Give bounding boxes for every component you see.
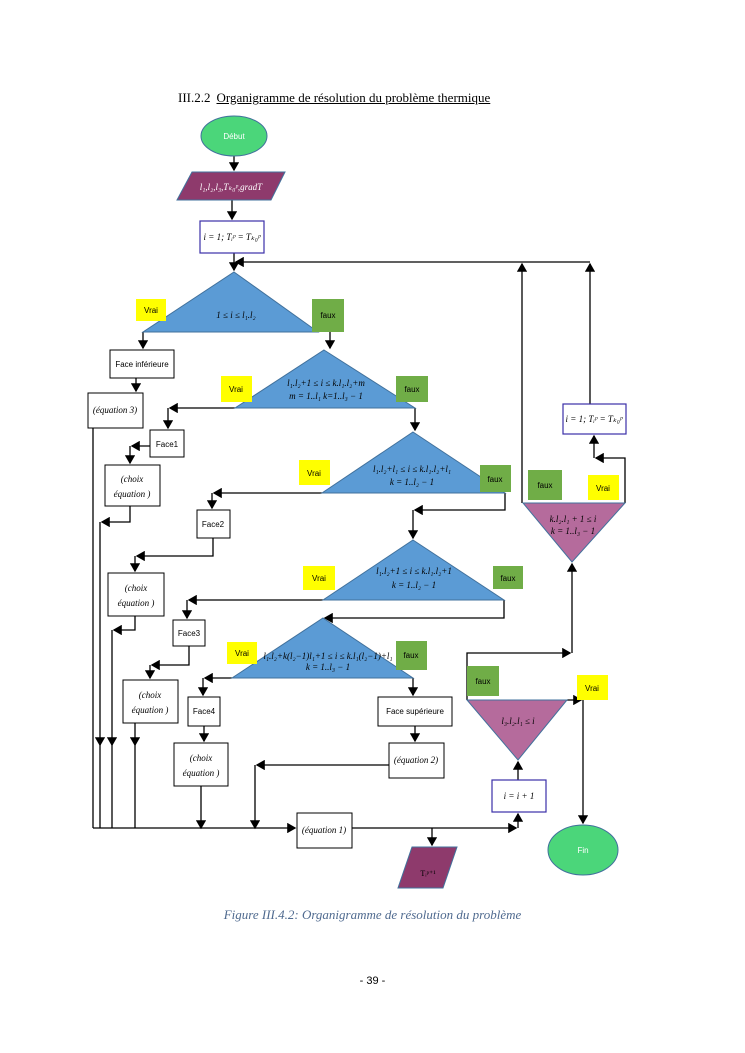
choix-text: (choix [125,583,148,593]
decision-2-label: l₁.l₂+1 ≤ i ≤ k.l₁.l₂+m [287,378,365,388]
true-text: Vrai [307,469,321,478]
face3-box [172,619,206,647]
true-label-3 [299,460,330,485]
false-label-5 [396,641,427,670]
face2-box [196,509,231,539]
init-box [199,220,265,254]
true-label-4 [303,566,335,590]
equation-1-label: (équation 1) [302,825,346,835]
true-label-1 [136,299,166,321]
face-superieure-label: Face supérieure [386,707,444,716]
decision-3-label: l₁.l₂+l₁ ≤ i ≤ k.l₁.l₂+l₁ [373,464,451,474]
decision-6-range: k = 1..l₃ − 1 [551,526,595,536]
equation-3-box [87,392,144,429]
decision-3-range: k = 1..l₂ − 1 [390,477,434,487]
choix-text: (choix [121,474,144,484]
decision-4-label: l₁.l₂+1 ≤ i ≤ k.l₁.l₂+1 [376,566,452,576]
false-text: faux [404,385,419,394]
face3-label: Face3 [178,629,201,638]
true-text: Vrai [585,684,599,693]
decision-1-label: 1 ≤ i ≤ l₁.l₂ [216,310,255,320]
choix-text: équation ) [118,598,155,608]
face2-label: Face2 [202,520,225,529]
choix-text: (choix [139,690,162,700]
input-label: l₁,l₂,l₃,Tₖ₀ᵖ,gradT [200,182,263,192]
decision-2-range: m = 1..l₁ k=1..l₃ − 1 [289,391,363,401]
false-label-4 [493,566,523,589]
true-text: Vrai [144,306,158,315]
true-text: Vrai [235,649,249,658]
reinit-label: i = 1; Tᵢᵖ = Tₖ₀ᵖ [566,414,623,424]
choix-text: équation ) [132,705,169,715]
face1-label: Face1 [156,440,179,449]
choix-equation-box-3 [122,679,179,724]
figure-caption: Figure III.4.2: Organigramme de résoluti… [223,907,522,922]
false-label-2 [396,376,428,402]
connectors [92,156,626,847]
face1-box [149,429,185,458]
choix-equation-box-4 [173,742,229,787]
decision-4-range: k = 1..l₂ − 1 [392,580,436,590]
decision-2 [233,349,417,409]
input-parallelogram [176,171,286,201]
choix-equation-box-1 [104,464,161,507]
choix-equation-box-2 [107,572,165,617]
face-inferieure-box [109,349,175,379]
true-text: Vrai [229,385,243,394]
decision-7-label: l₃.l₂.l₁ ≤ i [501,716,535,726]
true-label-5 [227,642,257,664]
reinit-box [562,403,627,435]
increment-box [491,779,547,813]
section-number: III.2.2 [178,90,211,105]
false-label-1 [312,299,344,332]
decision-7 [465,699,569,761]
equation-2-label: (équation 2) [394,755,438,765]
decision-1 [141,271,320,333]
decision-5 [230,617,415,679]
false-text: faux [537,481,552,490]
face-inferieure-label: Face inférieure [115,360,169,369]
choix-text: équation ) [114,489,151,499]
true-text: Vrai [596,484,610,493]
face4-label: Face4 [193,707,216,716]
decision-6 [521,502,627,563]
increment-label: i = i + 1 [504,791,535,801]
init-label: i = 1; Tᵢᵖ = Tₖ₀ᵖ [204,232,261,242]
false-text: faux [403,651,418,660]
equation-2-box [388,742,445,779]
choix-text: (choix [190,753,213,763]
true-label-6 [588,475,619,500]
decision-5-label: l₁.l₂+k(l₂−1)l₁+1 ≤ i ≤ k.l₁(l₂−1)+l₁ [263,651,392,661]
choix-text: équation ) [183,768,220,778]
true-label-2 [221,376,252,402]
decision-3 [320,431,507,494]
true-label-7 [577,675,608,700]
true-text: Vrai [312,574,326,583]
section-title: Organigramme de résolution du problème t… [216,90,491,105]
false-label-6 [528,470,562,500]
false-text: faux [320,311,335,320]
equation-3-label: (équation 3) [93,405,137,415]
end-terminal [547,824,619,876]
page-number: - 39 - [359,975,386,987]
face4-box [187,696,221,727]
section-heading: III.2.2 Organigramme de résolution du pro… [178,90,490,106]
false-label-3 [480,465,511,492]
end-label: Fin [577,846,588,855]
face-superieure-box [377,696,453,727]
start-label: Début [223,132,245,141]
output-parallelogram [397,846,458,889]
false-text: faux [487,475,502,484]
decision-4 [321,539,506,601]
decision-5-range: k = 1..l₃ − 1 [306,662,350,672]
output-label: Tᵢᵖ⁺¹ [420,869,436,878]
false-text: faux [475,677,490,686]
equation-1-box [296,812,353,849]
false-text: faux [500,574,515,583]
decision-6-label: k.l₂.l₁ + 1 ≤ i [550,514,597,524]
start-terminal [200,115,268,157]
false-label-7 [467,666,499,696]
